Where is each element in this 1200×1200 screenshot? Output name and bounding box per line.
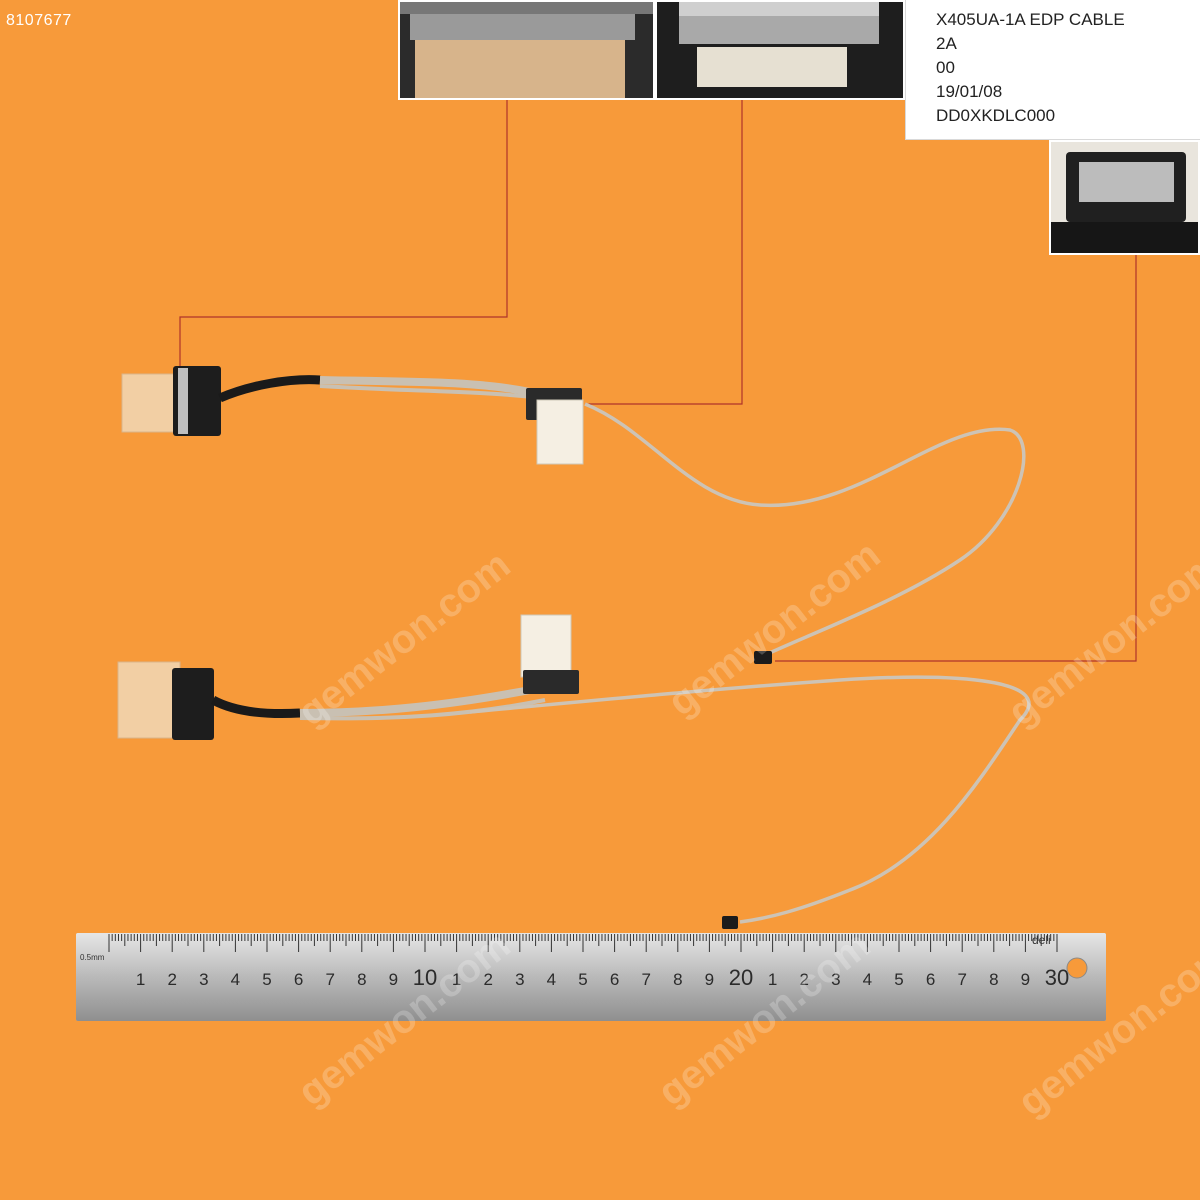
ruler-number: 20: [729, 965, 753, 990]
ruler-number: 9: [389, 970, 398, 989]
product-sku: 8107677: [6, 12, 72, 29]
connector-closeup-icon: [657, 2, 903, 98]
ruler-number: 6: [610, 970, 619, 989]
ruler-number: 6: [294, 970, 303, 989]
ruler-number: 1: [136, 970, 145, 989]
ruler-number: 6: [926, 970, 935, 989]
ruler-number: 30: [1045, 965, 1069, 990]
inset-small-plug: [1049, 140, 1200, 255]
ruler-number: 3: [515, 970, 524, 989]
ruler-number: 9: [705, 970, 714, 989]
ruler-number: 4: [231, 970, 240, 989]
inset-lcd-connector-back: [398, 0, 655, 100]
ruler-number: 10: [413, 965, 437, 990]
label-line-partno: DD0XKDLC000: [936, 106, 1056, 125]
ruler-number: 1: [452, 970, 461, 989]
ruler-number: 1: [768, 970, 777, 989]
ruler-number: 7: [325, 970, 334, 989]
plug-closeup-icon: [1051, 142, 1198, 253]
ruler-number: 8: [989, 970, 998, 989]
ruler-number: 5: [262, 970, 271, 989]
ruler-number: 2: [483, 970, 492, 989]
inset-lcd-connector-front: [655, 0, 905, 100]
connector-closeup-icon: [400, 2, 653, 98]
ruler: 1 2 3 4 5 6 7 8 9 10 1 2 3 4 5 6 7 8 9 20 1 2 3 4 5 6 7 8 9 30 deli 0…: [76, 933, 1106, 1021]
ruler-number: 4: [863, 970, 872, 989]
ruler-number: 8: [357, 970, 366, 989]
label-card: X405UA-1A EDP CABLE 2A 00 19/01/08 DD0XK…: [905, 0, 1200, 140]
ruler-unit: 0.5mm: [80, 953, 105, 962]
ruler-number: 8: [673, 970, 682, 989]
ruler-number: 9: [1021, 970, 1030, 989]
ruler-number: 7: [641, 970, 650, 989]
label-line-date: 19/01/08: [936, 82, 1003, 101]
label-line-rev: 2A: [936, 34, 957, 53]
label-line-code: 00: [936, 58, 955, 77]
ruler-number: 7: [957, 970, 966, 989]
upper-cable: [121, 366, 1026, 664]
label-line-part: X405UA-1A EDP CABLE: [936, 10, 1125, 29]
ruler-brand: deli: [1032, 933, 1051, 947]
ruler-number: 3: [199, 970, 208, 989]
ruler-number: 2: [167, 970, 176, 989]
lower-cable: [117, 614, 1031, 929]
ruler-number: 3: [831, 970, 840, 989]
callout-lines: [179, 100, 1137, 662]
ruler-number: 4: [547, 970, 556, 989]
ruler-number: 5: [578, 970, 587, 989]
ruler-number: 5: [894, 970, 903, 989]
ruler-number: 2: [799, 970, 808, 989]
